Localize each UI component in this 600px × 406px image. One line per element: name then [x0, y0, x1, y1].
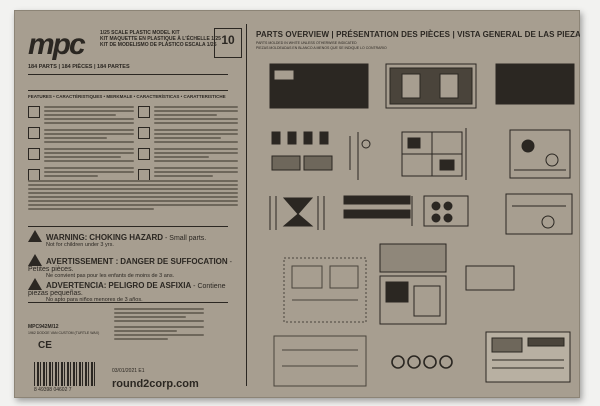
- feature-icon: [138, 106, 150, 118]
- engine-sprue: [401, 128, 467, 180]
- parts-overview-panel: PARTS OVERVIEW | PRÉSENTATION DES PIÈCES…: [252, 10, 580, 398]
- feature-icon: [28, 127, 40, 139]
- feature-icon: [138, 148, 150, 160]
- divider: [28, 90, 228, 91]
- warning-en: WARNING: CHOKING HAZARD - Small parts. N…: [28, 230, 206, 248]
- parts-count: 184 PARTS | 184 PIÈCES | 184 PARTES: [28, 64, 130, 70]
- parts-overview-subtitle-es: PIEZAS MOLDEADAS EN BLANCO A MENOS QUE S…: [256, 46, 387, 50]
- ce-mark: CE: [38, 340, 52, 351]
- parts-diagram: [269, 63, 575, 387]
- divider: [28, 226, 228, 227]
- panel-divider: [246, 24, 247, 386]
- website: round2corp.com: [112, 378, 199, 390]
- product-name: 1962 DODGE VAN CUSTOM (TURTLE WAX): [28, 331, 100, 335]
- chrome-sprue: [273, 335, 367, 387]
- left-panel: mpc 1/25 SCALE PLASTIC MODEL KIT KIT MAQ…: [14, 10, 242, 398]
- decal-window: [465, 265, 515, 291]
- frame-rails: [343, 195, 413, 226]
- date-code: 03/01/2021 E1: [112, 368, 145, 374]
- chassis-part: [495, 63, 575, 105]
- age-number: 10: [221, 33, 235, 47]
- product-code: MPC942M/12: [28, 324, 59, 330]
- small-parts-sprue: [423, 195, 469, 227]
- body-panels-sprue: [379, 243, 447, 325]
- features-text-col1: [44, 106, 134, 179]
- warning-fr: AVERTISSEMENT : DANGER DE SUFFOCATION - …: [28, 254, 242, 279]
- address-text: [114, 308, 204, 342]
- features-text-col2: [154, 106, 238, 179]
- features-heading: FEATURES • CARACTÉRISTIQUES • MERKMALE •…: [28, 94, 226, 99]
- barcode: [34, 362, 96, 386]
- warning-icon: [28, 254, 42, 266]
- suspension-sprue: [509, 129, 571, 179]
- clear-parts-sprue: [283, 257, 367, 323]
- feature-icon: [28, 148, 40, 160]
- brand-logo: mpc: [28, 28, 86, 61]
- divider: [28, 74, 228, 75]
- warning-icon: [28, 230, 42, 242]
- decal-sheet: [485, 331, 571, 383]
- feature-icon: [28, 106, 40, 118]
- parts-overview-title: PARTS OVERVIEW | PRÉSENTATION DES PIÈCES…: [256, 30, 580, 39]
- axle-sprue: [269, 196, 325, 230]
- scale-en: 1/25 SCALE PLASTIC MODEL KIT: [100, 30, 180, 36]
- scale-fr: KIT MAQUETTE EN PLASTIQUE À L'ÉCHELLE 1/…: [100, 36, 221, 42]
- interior-tub-part: [385, 63, 477, 109]
- parts-overview-subtitle: PARTS MOLDED IN WHITE UNLESS OTHERWISE I…: [256, 41, 357, 45]
- kit-box-back: mpc 1/25 SCALE PLASTIC MODEL KIT KIT MAQ…: [14, 10, 580, 398]
- feature-icon: [138, 127, 150, 139]
- exhaust-sprue: [505, 193, 573, 235]
- warning-es: ADVERTENCIA: PELIGRO DE ASFIXIA - Contie…: [28, 278, 242, 303]
- scale-info: 1/25 SCALE PLASTIC MODEL KIT KIT MAQUETT…: [100, 30, 221, 48]
- divider: [28, 302, 228, 303]
- scale-es: KIT DE MODELISMO DE PLÁSTICO ESCALA 1/25: [100, 42, 217, 48]
- feature-icons: [28, 106, 42, 190]
- barcode-number: 8 49398 04602 7: [34, 387, 72, 393]
- warning-icon: [28, 278, 42, 290]
- legal-text: [28, 180, 238, 212]
- feature-icons-2: [138, 106, 152, 190]
- age-badge: 10: [214, 28, 242, 58]
- tires: [391, 355, 453, 369]
- seats-sprue: [271, 131, 371, 180]
